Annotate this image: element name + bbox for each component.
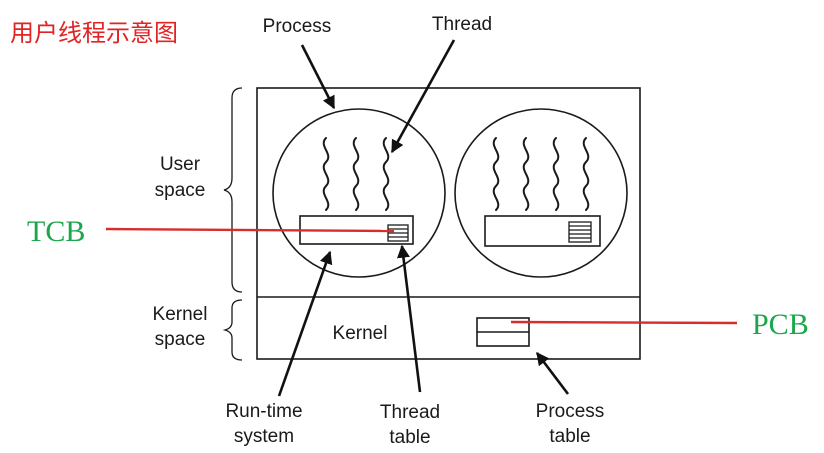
process-table-label-line1: Process: [536, 401, 605, 422]
process-label: Process: [263, 16, 332, 37]
diagram-title: 用户线程示意图: [10, 19, 178, 47]
thread-wave-right-3: [552, 137, 560, 211]
thread-table-label-line1: Thread: [380, 402, 440, 423]
process-circle-right: [454, 108, 628, 278]
thread-wave-left-1: [322, 137, 330, 211]
pcb-label: PCB: [752, 308, 809, 341]
thread-table-icon-right: [568, 221, 592, 243]
process-table-arrow: [535, 351, 570, 395]
user-space-label-line1: User: [160, 154, 201, 175]
tcb-label: TCB: [27, 215, 85, 248]
process-circle-left: [272, 108, 446, 278]
thread-wave-right-2: [522, 137, 530, 211]
thread-wave-right-4: [582, 137, 590, 211]
thread-table-icon-left: [387, 224, 409, 242]
thread-table-label-line2: table: [389, 427, 430, 448]
user-space-label-line2: space: [155, 180, 206, 201]
pcb-pointer-line: [510, 320, 738, 325]
process-pointer-arrow: [300, 44, 336, 110]
system-box: [256, 87, 641, 360]
thread-pointer-arrow: [390, 39, 456, 154]
kernel-space-label-line1: Kernel: [153, 304, 208, 325]
process-table-label-line2: table: [549, 426, 590, 447]
thread-label: Thread: [432, 14, 492, 35]
thread-wave-left-3: [382, 137, 390, 211]
runtime-system-arrow: [277, 250, 333, 397]
runtime-system-box-right: [484, 215, 601, 247]
kernel-label: Kernel: [333, 323, 388, 344]
kernel-space-brace: [222, 299, 243, 361]
thread-wave-left-2: [352, 137, 360, 211]
thread-table-arrow: [396, 244, 422, 393]
user-space-brace: [223, 87, 243, 293]
runtime-system-label-line2: system: [234, 426, 294, 447]
process-table-icon: [476, 317, 530, 347]
tcb-pointer-line: [105, 227, 395, 233]
kernel-space-label-line2: space: [155, 329, 206, 350]
thread-wave-right-1: [492, 137, 500, 211]
runtime-system-label-line1: Run-time: [225, 401, 302, 422]
